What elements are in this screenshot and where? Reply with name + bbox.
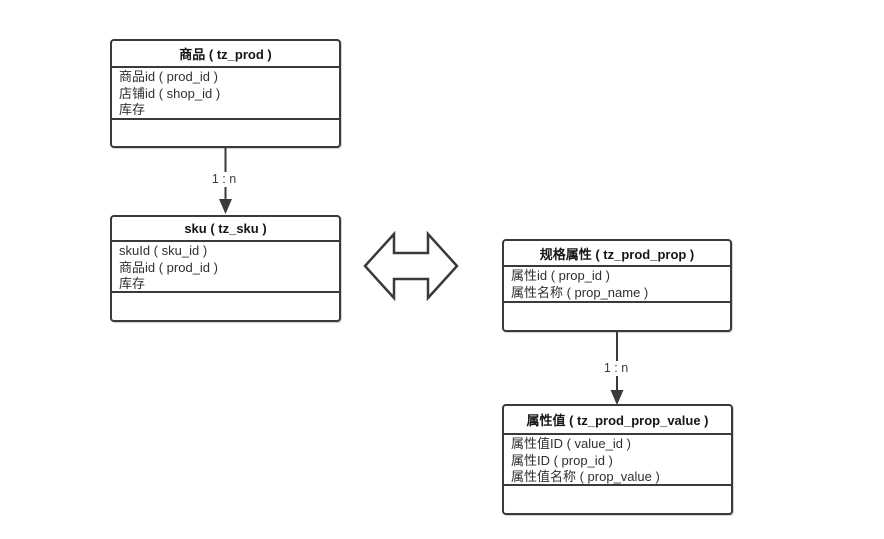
entity-fields: 属性值ID ( value_id ) 属性ID ( prop_id ) 属性值名… [504, 435, 731, 486]
arrowhead-down-icon [219, 199, 232, 214]
entity-field: skuId ( sku_id ) [119, 243, 208, 258]
entity-table-sku: sku ( tz_sku ) skuId ( sku_id ) 商品id ( p… [110, 215, 341, 322]
entity-table-prod-prop: 规格属性 ( tz_prod_prop ) 属性id ( prop_id ) 属… [502, 239, 732, 332]
entity-field: 商品id ( prod_id ) [119, 69, 218, 84]
entity-field: 属性id ( prop_id ) [511, 268, 610, 283]
relation-cardinality-label: 1 : n [600, 361, 632, 376]
arrowhead-down-icon [610, 390, 624, 405]
entity-title: 规格属性 ( tz_prod_prop ) [504, 241, 730, 267]
entity-field: 库存 [119, 276, 146, 291]
entity-title: 属性值 ( tz_prod_prop_value ) [504, 406, 731, 435]
entity-title: 商品 ( tz_prod ) [112, 41, 339, 68]
entity-field: 店铺id ( shop_id ) [119, 85, 221, 101]
bidirectional-arrow-icon [363, 230, 459, 302]
entity-fields: 商品id ( prod_id ) 店铺id ( shop_id ) 库存 [112, 68, 339, 120]
entity-field: 属性ID ( prop_id ) [511, 452, 613, 468]
entity-fields: skuId ( sku_id ) 商品id ( prod_id ) 库存 [112, 242, 339, 293]
entity-field: 商品id ( prod_id ) [119, 259, 218, 275]
entity-fields: 属性id ( prop_id ) 属性名称 ( prop_name ) [504, 267, 730, 303]
entity-field: 属性值ID ( value_id ) [511, 436, 631, 451]
entity-table-prod-prop-value: 属性值 ( tz_prod_prop_value ) 属性值ID ( value… [502, 404, 733, 515]
relation-cardinality-label: 1 : n [208, 172, 240, 187]
entity-field: 属性值名称 ( prop_value ) [511, 469, 660, 484]
entity-table-prod: 商品 ( tz_prod ) 商品id ( prod_id ) 店铺id ( s… [110, 39, 341, 148]
entity-field: 库存 [119, 102, 146, 117]
entity-title: sku ( tz_sku ) [112, 217, 339, 242]
entity-field: 属性名称 ( prop_name ) [511, 284, 649, 300]
